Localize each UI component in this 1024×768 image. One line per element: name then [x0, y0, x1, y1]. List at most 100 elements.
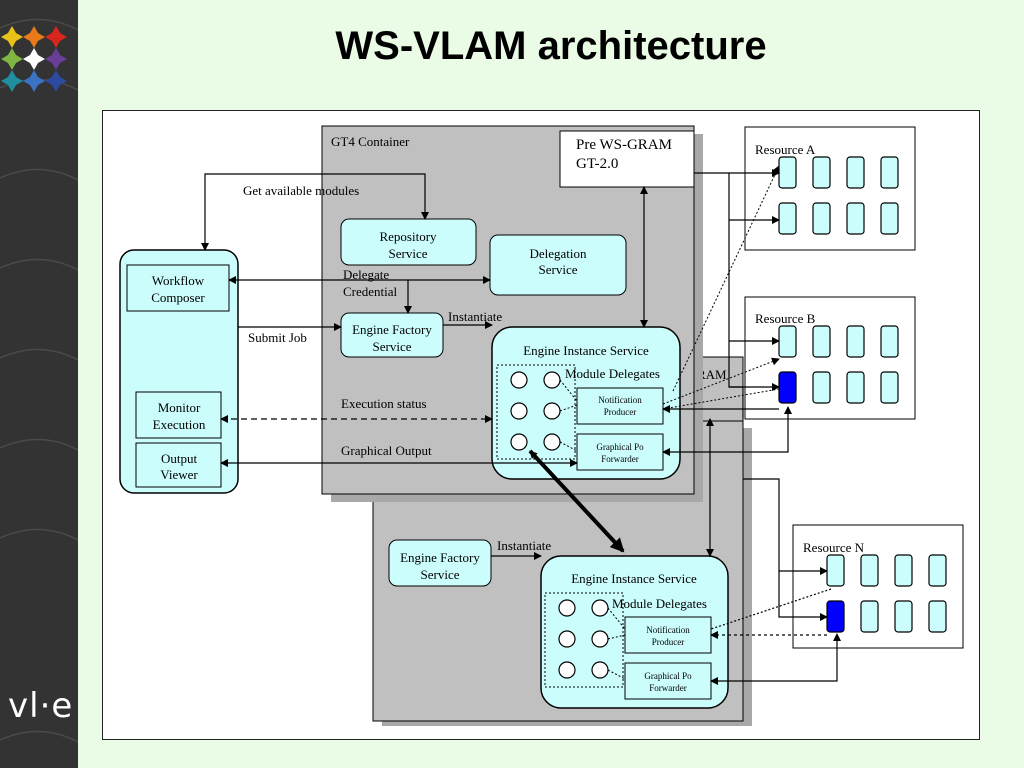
module-delegates-label: Module Delegates [565, 366, 660, 381]
repository-service-line1: Repository [379, 229, 437, 244]
engine-factory-service-2-line1: Engine Factory [400, 550, 480, 565]
output-viewer [135, 442, 222, 488]
notification-producer-2-line2: Producer [652, 637, 685, 647]
resource-a-node [846, 156, 865, 189]
delegation-service-line1: Delegation [529, 246, 587, 261]
connectors [201, 169, 841, 685]
resource-a-node [812, 202, 831, 235]
sidebar: vl·e [0, 0, 78, 768]
label-delegate: Delegate [343, 267, 389, 282]
label-get-available-modules: Get available modules [243, 183, 359, 198]
label-credential: Credential [343, 284, 398, 299]
vle-logo-icon [1, 26, 67, 92]
module-delegates-group [496, 364, 576, 460]
module-delegate-links-2 [607, 607, 626, 680]
module-delegates-group-2 [544, 592, 624, 688]
logo-text: vl·e [8, 686, 74, 726]
graphical-port-forwarder-2-line1: Graphical Po [644, 671, 692, 681]
module-delegate-links [559, 379, 578, 452]
notification-producer-2 [624, 616, 712, 654]
label-graphical-output: Graphical Output [341, 443, 432, 458]
resource-n-node [826, 600, 845, 633]
architecture-diagram: RAM GT4 Container Pre WS-GRAM GT-2.0 Rep… [119, 125, 964, 726]
logo-star-icon [1, 48, 23, 70]
resource-a-node [778, 156, 797, 189]
instance-link-arrow [528, 449, 625, 553]
graphical-port-forwarder [576, 433, 664, 471]
resource-b-node [846, 325, 865, 358]
resource-a-node [812, 156, 831, 189]
engine-factory-service-2 [388, 539, 492, 587]
diagram-panel: RAM GT4 Container Pre WS-GRAM GT-2.0 Rep… [102, 110, 980, 740]
dotted-connectors [662, 165, 780, 410]
monitor-execution-line1: Monitor [158, 400, 201, 415]
resource-n-node [860, 600, 879, 633]
pre-ws-gram-line1: Pre WS-GRAM [576, 137, 672, 153]
label-instantiate: Instantiate [448, 309, 502, 324]
resource-b-node [812, 371, 831, 404]
gram-label: RAM [697, 367, 727, 382]
logo-star-icon [23, 26, 45, 48]
resource-b-node [778, 371, 797, 404]
gt4-container-label: GT4 Container [331, 134, 410, 149]
notification-producer-line2: Producer [604, 407, 637, 417]
resource-a-label: Resource A [755, 142, 816, 157]
notification-producer [576, 387, 664, 425]
logo-star-icon [1, 26, 23, 48]
slide-title: WS-VLAM architecture [335, 24, 767, 68]
resource-a-node [880, 156, 899, 189]
resource-b-node [846, 371, 865, 404]
repository-service-line2: Service [389, 246, 428, 261]
engine-factory-service [340, 312, 444, 358]
resource-n-node [894, 600, 913, 633]
monitor-execution-line2: Execution [153, 417, 206, 432]
logo-star-icon [23, 48, 45, 70]
resource-n-node [928, 600, 947, 633]
workflow-composer [126, 264, 230, 312]
resource-a-node [880, 202, 899, 235]
delegation-service [489, 234, 627, 296]
monitor-execution [135, 391, 222, 439]
pre-ws-gram-box [559, 130, 695, 188]
resource-n-node [860, 554, 879, 587]
module-circles [510, 371, 561, 451]
graphical-port-forwarder-2-line2: Forwarder [649, 683, 687, 693]
resource-b-node [880, 371, 899, 404]
engine-factory-service-line2: Service [373, 339, 412, 354]
graphical-port-forwarder-line1: Graphical Po [596, 442, 644, 452]
resource-n-label: Resource N [803, 540, 865, 555]
engine-factory-service-line1: Engine Factory [352, 322, 432, 337]
module-circles-2 [558, 599, 609, 679]
notification-producer-2-line1: Notification [646, 625, 690, 635]
resource-n-node [826, 554, 845, 587]
label-submit-job: Submit Job [248, 330, 307, 345]
output-viewer-line1: Output [161, 451, 198, 466]
resource-n-node [928, 554, 947, 587]
resource-b-label: Resource B [755, 311, 816, 326]
logo-star-icon [45, 26, 67, 48]
pre-ws-gram-line2: GT-2.0 [576, 156, 618, 172]
resource-b-node [880, 325, 899, 358]
resource-b-node [812, 325, 831, 358]
notification-producer-line1: Notification [598, 395, 642, 405]
logo-star-icon [45, 70, 67, 92]
engine-instance-service-label: Engine Instance Service [523, 343, 649, 358]
workflow-composer-line2: Composer [151, 290, 205, 305]
workflow-composer-line1: Workflow [152, 273, 205, 288]
resource-b-node [778, 325, 797, 358]
label-execution-status: Execution status [341, 396, 427, 411]
logo-star-icon [1, 70, 23, 92]
resource-a-node [846, 202, 865, 235]
logo-star-icon [23, 70, 45, 92]
resource-a-node [778, 202, 797, 235]
module-delegates-2-label: Module Delegates [612, 596, 707, 611]
label-instantiate-2: Instantiate [497, 538, 551, 553]
engine-instance-service-2-label: Engine Instance Service [571, 571, 697, 586]
output-viewer-line2: Viewer [160, 467, 198, 482]
resource-n-node [894, 554, 913, 587]
graphical-port-forwarder-line2: Forwarder [601, 454, 639, 464]
engine-factory-service-2-line2: Service [421, 567, 460, 582]
delegation-service-line2: Service [539, 262, 578, 277]
graphical-port-forwarder-2 [624, 662, 712, 700]
logo-star-icon [45, 48, 67, 70]
